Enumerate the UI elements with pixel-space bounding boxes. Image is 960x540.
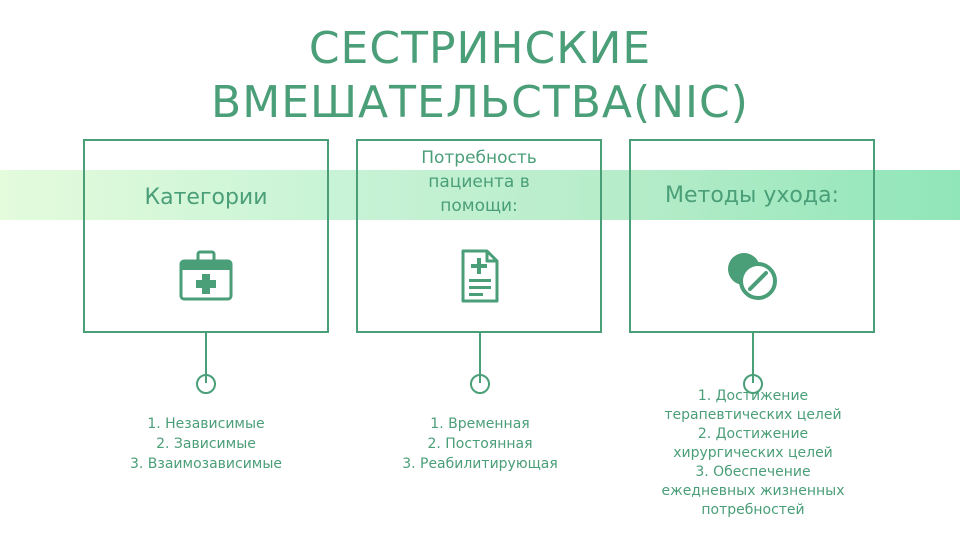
slide-title: СЕСТРИНСКИЕ ВМЕШАТЕЛЬСТВА(NIC) [0,22,960,130]
card-categories: Категории [83,139,329,333]
card-patient-need: Потребность пациента в помощи: [356,139,602,333]
card-patient-need-label: Потребность пациента в помощи: [358,146,600,218]
connector-node-1 [196,374,216,394]
list-item: 2. Постоянная [427,436,533,452]
card-care-methods-label: Методы ухода: [665,183,839,208]
list-item: 1. Независимые [147,416,265,432]
pills-icon [722,246,782,306]
title-line-2: ВМЕШАТЕЛЬСТВА(NIC) [211,77,749,128]
list-item: 3. Реабилитирующая [402,456,558,472]
list-item: терапевтических целей [664,407,842,423]
list-item: 3. Обеспечение [695,464,811,480]
connector-line-2 [479,333,481,375]
card-patient-need-label-line-3: помощи: [440,196,518,216]
card-care-methods: Методы ухода: [629,139,875,333]
connector-line-1 [205,333,207,375]
medical-document-icon [449,246,509,306]
list-item: 3. Взаимозависимые [129,456,283,472]
list-care-methods: 1. Достижение терапевтических целей 2. Д… [633,387,873,520]
list-item: 1. Временная [430,416,530,432]
connector-line-3 [752,333,754,375]
list-item: хирургических целей [673,445,833,461]
list-item: 2. Достижение [697,426,809,442]
list-categories: 1. Независимые 2. Зависимые 3. Взаимозав… [106,414,306,474]
card-patient-need-label-line-1: Потребность [421,148,537,168]
card-categories-label: Категории [144,185,268,210]
list-item: потребностей [701,502,805,518]
list-item: ежедневных жизненных [661,483,845,499]
title-line-1: СЕСТРИНСКИЕ [308,23,652,74]
card-patient-need-label-line-2: пациента в [428,172,530,192]
first-aid-kit-icon [176,246,236,306]
list-item: 2. Зависимые [156,436,256,452]
list-item: 1. Достижение [697,388,809,404]
gradient-band [0,170,960,220]
list-patient-need: 1. Временная 2. Постоянная 3. Реабилитир… [380,414,580,474]
connector-node-2 [470,374,490,394]
connector-node-3 [743,374,763,394]
